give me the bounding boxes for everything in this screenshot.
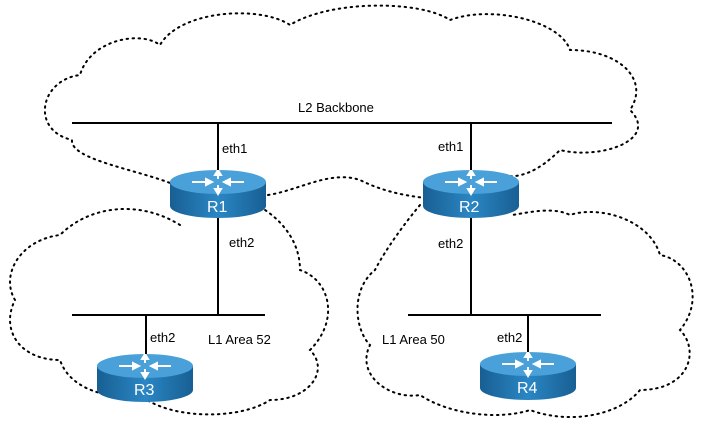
links <box>72 122 612 360</box>
area52-label: L1 Area 52 <box>208 332 271 347</box>
cloud-outlines <box>9 4 694 419</box>
r1-eth2-label: eth2 <box>229 235 255 250</box>
r3-eth2-label: eth2 <box>150 330 176 345</box>
r2-eth1-label: eth1 <box>438 139 464 154</box>
r1-eth1-label: eth1 <box>222 141 248 156</box>
backbone-cloud <box>43 4 639 199</box>
router-r2-name: R2 <box>459 199 480 216</box>
backbone-label: L2 Backbone <box>298 100 374 115</box>
area50-cloud <box>356 204 694 419</box>
router-r3-name: R3 <box>134 382 155 399</box>
r4-eth2-label: eth2 <box>497 330 523 345</box>
r2-eth2-label: eth2 <box>438 236 464 251</box>
router-r1-name: R1 <box>207 199 228 216</box>
router-r4-name: R4 <box>517 380 538 397</box>
area50-label: L1 Area 50 <box>382 332 445 347</box>
